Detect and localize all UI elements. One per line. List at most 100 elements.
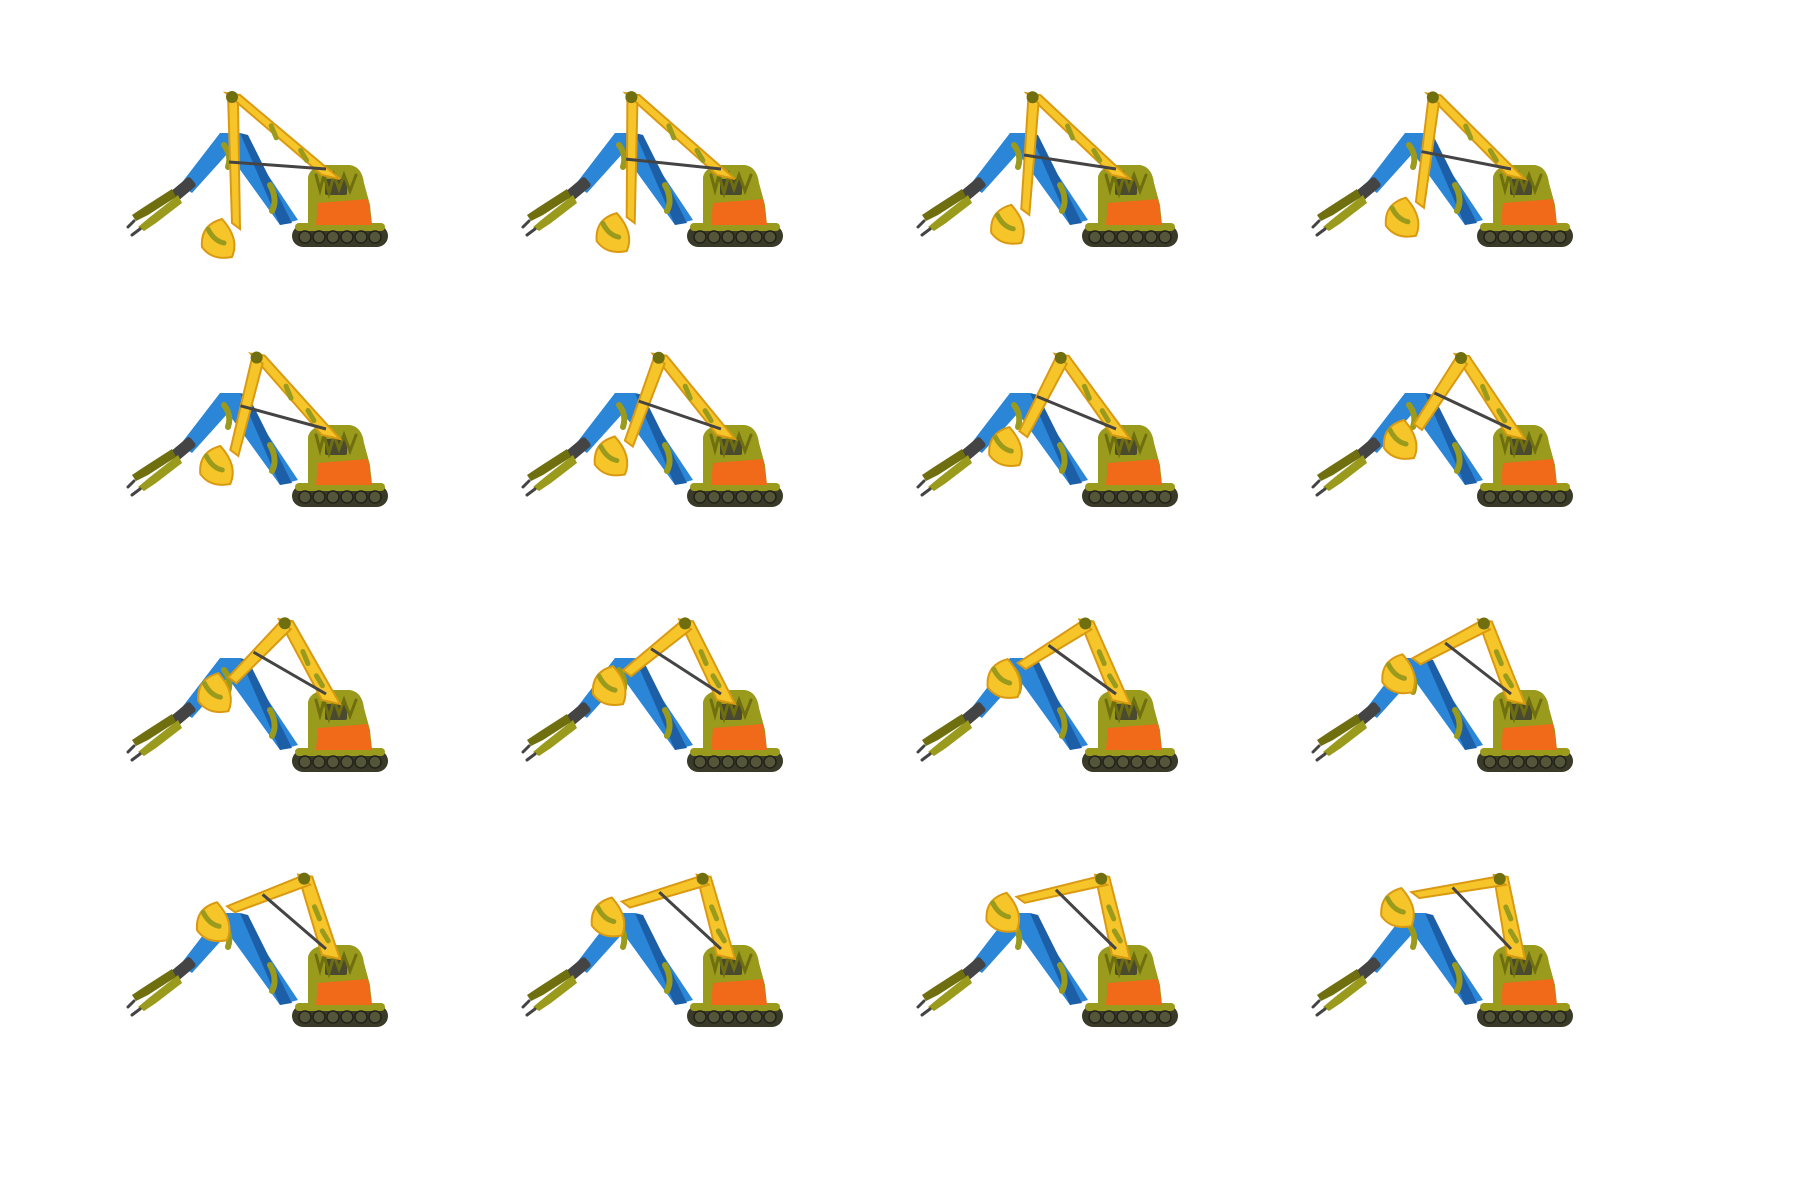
sprite-frame <box>515 600 835 880</box>
elbow-joint <box>250 351 263 364</box>
grapple-jaw-lower <box>922 714 966 746</box>
yellow-boom-arm <box>595 91 736 253</box>
blue-boom-arm <box>1311 133 1483 237</box>
track-wheel <box>763 755 777 769</box>
hydraulic-cylinder <box>638 399 722 431</box>
blue-boom-shadow <box>1425 393 1477 485</box>
track-wheel <box>1130 490 1144 504</box>
track-wheel <box>707 755 721 769</box>
grapple-jaw-lower <box>922 189 966 221</box>
grapple-claw <box>916 437 986 497</box>
hydraulic-cylinder <box>261 893 327 951</box>
track-wheel <box>763 1010 777 1024</box>
grapple-jaw-lower <box>1317 189 1361 221</box>
grapple-jaw-lower <box>1317 449 1361 481</box>
track-wheel <box>298 230 312 244</box>
yellow-boom-moss <box>698 649 722 689</box>
track-assembly <box>687 1003 783 1027</box>
sprite-frame <box>1305 335 1625 615</box>
yellow-boom <box>1452 352 1528 441</box>
grapple-jaw-upper <box>138 195 182 231</box>
bucket-moss <box>203 453 225 473</box>
elbow-joint <box>652 351 665 364</box>
excavator-body <box>308 945 372 1005</box>
excavator-body <box>1493 425 1557 485</box>
blue-boom-moss <box>1011 142 1068 214</box>
grapple-tips <box>1311 999 1327 1017</box>
yellow-stick <box>619 875 711 909</box>
track-wheel <box>354 230 368 244</box>
excavator-sprite <box>521 617 783 772</box>
track-wheel <box>1497 755 1511 769</box>
excavator-sprite <box>1311 91 1573 247</box>
hydraulic-cylinder <box>240 404 327 431</box>
track-wheel <box>735 490 749 504</box>
excavator-sprite <box>126 351 388 507</box>
grapple-piston <box>565 702 591 726</box>
track-wheel <box>693 755 707 769</box>
excavator-body <box>1493 945 1557 1005</box>
blue-boom <box>1365 913 1483 1005</box>
engine-panel <box>1106 199 1162 225</box>
grapple-jaw-upper <box>138 975 182 1011</box>
track-wheel <box>1553 1010 1567 1024</box>
track-wheel <box>1144 490 1158 504</box>
bucket-moss <box>600 220 622 240</box>
grapple-claw <box>1311 437 1381 497</box>
yellow-boom-arm <box>1380 872 1527 961</box>
grapple-piston <box>170 437 196 461</box>
yellow-boom <box>248 352 343 441</box>
bucket-moss <box>200 909 222 929</box>
yellow-boom-moss <box>1463 123 1499 164</box>
elbow-joint <box>679 617 692 630</box>
grapple-tips <box>126 219 142 237</box>
yellow-stick <box>1014 875 1110 904</box>
blue-boom-shadow <box>635 133 687 225</box>
grapple-jaw-upper <box>928 195 972 231</box>
hydraulic-cylinder <box>1433 391 1512 431</box>
track-wheel <box>354 490 368 504</box>
track-assembly <box>1082 223 1178 247</box>
blue-boom <box>1365 393 1483 485</box>
grapple-piston <box>960 957 986 981</box>
grapple-claw <box>916 957 986 1017</box>
blue-boom-moss <box>616 142 673 214</box>
excavator-body <box>703 945 767 1005</box>
excavator-body <box>308 425 372 485</box>
track-wheel <box>1511 1010 1525 1024</box>
blue-boom-shadow <box>635 393 687 485</box>
grapple-tips <box>126 744 142 762</box>
track-wheel <box>1497 490 1511 504</box>
sprite-frame <box>1305 855 1625 1135</box>
engine-panel <box>711 979 767 1005</box>
grapple-jaw-lower <box>922 969 966 1001</box>
grapple-tips <box>1311 219 1327 237</box>
sprite-frame <box>120 855 440 1135</box>
hydraulic-cylinder <box>1047 644 1117 696</box>
grapple-tips <box>521 999 537 1017</box>
grapple-jaw-lower <box>527 189 571 221</box>
track-wheel <box>1539 490 1553 504</box>
track-wheel <box>368 755 382 769</box>
track-wheel <box>1144 1010 1158 1024</box>
track-assembly <box>292 483 388 507</box>
blue-boom <box>575 393 693 485</box>
track-wheel <box>354 755 368 769</box>
grapple-piston <box>170 957 196 981</box>
track-wheel <box>1483 490 1497 504</box>
excavator-body <box>308 165 372 225</box>
yellow-boom-moss <box>268 123 310 163</box>
grapple-jaw-upper <box>533 975 577 1011</box>
grapple-jaw-upper <box>928 455 972 491</box>
engine-panel <box>1106 979 1162 1005</box>
excavator-sprite <box>916 91 1178 247</box>
track-wheel <box>735 1010 749 1024</box>
excavator-sprite <box>521 872 783 1027</box>
grapple-tips <box>521 479 537 497</box>
hydraulic-cylinder <box>1451 886 1513 951</box>
track-assembly <box>1082 483 1178 507</box>
grapple-tips <box>916 219 932 237</box>
track-wheel <box>1088 755 1102 769</box>
grapple-tips <box>126 999 142 1017</box>
grapple-claw <box>521 957 591 1017</box>
